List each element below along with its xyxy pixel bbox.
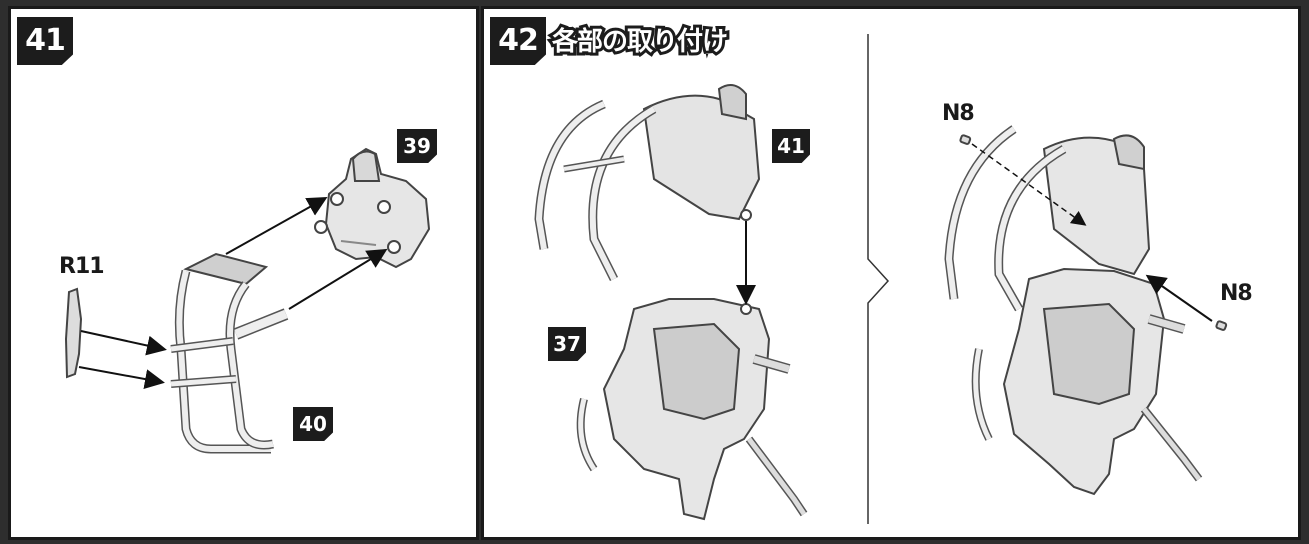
- part-37-badge: 37: [548, 327, 586, 361]
- step-number: 41: [25, 23, 66, 58]
- part-n8-label-right: N8: [1220, 281, 1253, 306]
- part-40-number: 40: [299, 412, 327, 436]
- part-r11-label: R11: [59, 254, 105, 279]
- part-n8-label-left: N8: [942, 101, 975, 126]
- part-39-badge: 39: [397, 129, 437, 163]
- n8-left-arrow: [971, 143, 1087, 226]
- assembled-drawing: [944, 125, 1228, 496]
- part-40-drawing: [170, 252, 289, 454]
- step-title: 各部の取り付け: [549, 24, 731, 60]
- assembly-arrows: [78, 197, 388, 389]
- step-42-panel: 42 各部の取り付け: [481, 6, 1301, 540]
- part-39-drawing: [314, 147, 431, 269]
- part-41-badge: 41: [772, 129, 810, 163]
- part-37-number: 37: [553, 332, 581, 356]
- step-41-illustration: [64, 147, 431, 454]
- part-41-drawing: [534, 84, 761, 282]
- part-r11-drawing: [64, 287, 83, 379]
- n8-right-arrow: [1145, 274, 1213, 322]
- step-number-badge: 41: [17, 17, 73, 65]
- part-41-number: 41: [777, 134, 805, 158]
- step-42-illustration: [534, 34, 1228, 524]
- part-37-drawing: [576, 298, 808, 521]
- part-40-badge: 40: [293, 407, 333, 441]
- step-41-panel: 41: [8, 6, 479, 540]
- step-number: 42: [498, 23, 539, 58]
- panel-divider: [867, 34, 890, 524]
- step-number-badge: 42: [490, 17, 546, 65]
- part-39-number: 39: [403, 134, 431, 158]
